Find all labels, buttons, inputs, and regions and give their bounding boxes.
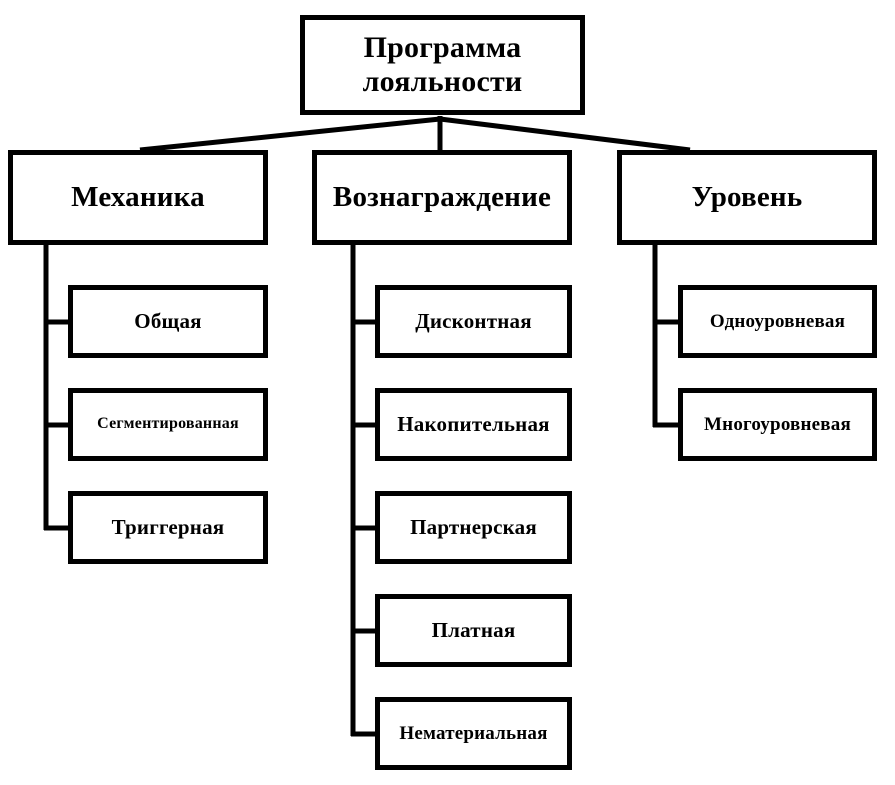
connector-root-to-mehanika (139, 116, 441, 153)
node-leaf-nematerialnaya[interactable]: Нематериальная (375, 697, 572, 770)
node-branch-voznagrazhdenie-label: Вознаграждение (332, 180, 552, 213)
node-leaf-platnaya[interactable]: Платная (375, 594, 572, 667)
node-leaf-obshchaya[interactable]: Общая (68, 285, 268, 358)
node-branch-mehanika[interactable]: Механика (8, 150, 268, 245)
node-leaf-diskontnaya-label: Дисконтная (415, 308, 532, 333)
node-leaf-mnogourovnevaya-label: Многоуровневая (704, 413, 851, 435)
node-leaf-odnourovnevaya[interactable]: Одноуровневая (678, 285, 877, 358)
node-leaf-nakopitelnaya[interactable]: Накопительная (375, 388, 572, 461)
node-root[interactable]: Программа лояльности (300, 15, 585, 115)
node-leaf-triggernaya-label: Триггерная (111, 514, 225, 539)
node-leaf-diskontnaya[interactable]: Дисконтная (375, 285, 572, 358)
node-branch-uroven[interactable]: Уровень (617, 150, 877, 245)
node-branch-voznagrazhdenie[interactable]: Вознаграждение (312, 150, 572, 245)
node-leaf-platnaya-label: Платная (431, 617, 516, 642)
node-root-label: Программа лояльности (362, 30, 523, 98)
node-branch-uroven-label: Уровень (691, 180, 803, 213)
node-branch-mehanika-label: Механика (71, 180, 205, 213)
node-leaf-odnourovnevaya-label: Одноуровневая (709, 310, 846, 332)
connector-root-to-uroven (439, 116, 691, 153)
node-leaf-nematerialnaya-label: Нематериальная (399, 722, 548, 744)
node-leaf-triggernaya[interactable]: Триггерная (68, 491, 268, 564)
node-leaf-mnogourovnevaya[interactable]: Многоуровневая (678, 388, 877, 461)
node-leaf-partnerskaya-label: Партнерская (410, 514, 537, 539)
node-leaf-segmentirovannaya[interactable]: Сегментированная (68, 388, 268, 461)
node-leaf-partnerskaya[interactable]: Партнерская (375, 491, 572, 564)
node-leaf-obshchaya-label: Общая (134, 308, 202, 333)
node-leaf-nakopitelnaya-label: Накопительная (397, 411, 550, 436)
node-leaf-segmentirovannaya-label: Сегментированная (97, 415, 239, 433)
